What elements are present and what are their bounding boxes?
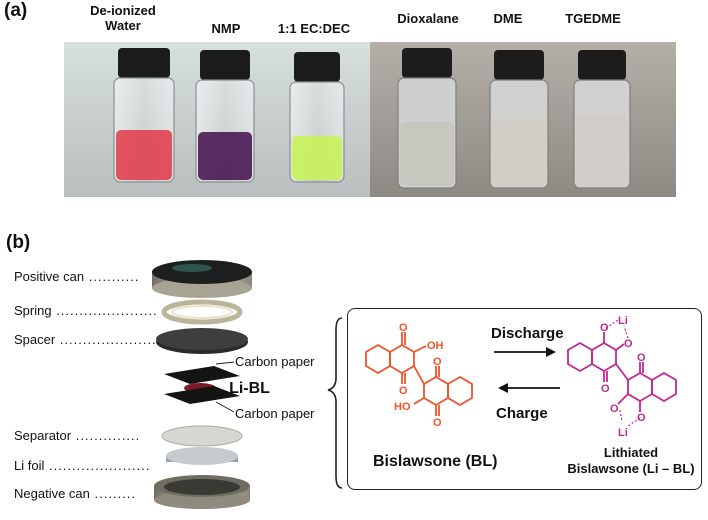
li-foil: [166, 447, 238, 465]
atom-o-p1: O: [600, 322, 609, 334]
solvent-label-dioxalane: Dioxalane: [397, 11, 459, 26]
atom-o-p4: O: [637, 352, 646, 364]
label-carbon-paper-top: Carbon paper: [235, 354, 315, 369]
liquid-tgedme: [576, 114, 628, 186]
atom-o-p2: O: [624, 338, 633, 350]
atom-li-1: Li: [618, 315, 628, 327]
atom-li-2: Li: [618, 427, 628, 439]
solvent-label-water: De-ionized Water: [90, 3, 156, 33]
vial-nmp: [195, 50, 255, 183]
discharge-label: Discharge: [491, 325, 564, 342]
liquid-ec-dec: [292, 136, 342, 180]
atom-o-p5: O: [610, 403, 619, 415]
liquid-dme: [492, 118, 546, 186]
atom-ho: HO: [394, 401, 411, 413]
label-negative-can: Negative can .........: [14, 486, 137, 501]
vials-photo: [64, 42, 676, 197]
spacer: [156, 328, 248, 354]
atom-o-2: O: [399, 385, 408, 397]
li-bl-name-line2: Bislawsone (Li – BL): [567, 461, 695, 476]
vial-water: [113, 48, 175, 183]
negative-can: [154, 475, 250, 509]
bl-name: Bislawsone (BL): [373, 453, 498, 470]
atom-o-4: O: [433, 417, 442, 429]
solvent-label-ec-dec: 1:1 EC:DEC: [277, 21, 351, 36]
li-bl-name-line1: Lithiated: [603, 445, 659, 460]
li-bl-structure: O Li O O O O O Li: [567, 315, 677, 439]
liquid-nmp: [198, 132, 252, 180]
label-spacer: Spacer ......................: [14, 332, 162, 347]
bracket: [327, 317, 343, 489]
liquid-water: [116, 130, 172, 180]
atom-oh: OH: [427, 340, 444, 352]
solvent-label-nmp: NMP: [211, 21, 241, 36]
atom-o-p3: O: [601, 383, 610, 395]
vial-tgedme: [573, 50, 631, 189]
vial-dioxalane: [397, 48, 457, 189]
atom-o-p6: O: [637, 412, 646, 424]
label-carbon-paper-bottom: Carbon paper: [235, 406, 315, 421]
label-separator: Separator ..............: [14, 428, 141, 443]
bl-structure: O OH O O HO O: [365, 322, 473, 429]
separator: [161, 425, 243, 447]
atom-o-3: O: [433, 356, 442, 368]
label-li-foil: Li foil ......................: [14, 458, 151, 473]
vial-ec-dec: [289, 52, 345, 183]
label-spring: Spring ......................: [14, 303, 158, 318]
label-positive-can: Positive can ...........: [14, 269, 140, 284]
panel-b-label: (b): [6, 232, 31, 253]
liquid-dioxalane: [400, 122, 454, 186]
li-bl-name: Lithiated Bislawsone (Li – BL): [560, 445, 702, 477]
positive-can: [152, 260, 252, 298]
label-li-bl: .... Li-BL: [211, 380, 270, 397]
reaction-box: [347, 308, 702, 490]
carbon-paper-stack: [164, 366, 240, 404]
panel-a-label: (a): [4, 0, 28, 21]
spring: [161, 299, 243, 325]
solvent-label-tgedme: TGEDME: [565, 11, 621, 26]
coin-cell-exploded: [152, 260, 252, 509]
vial-dme: [489, 50, 549, 189]
reaction-arrows: [494, 347, 560, 393]
charge-label: Charge: [496, 405, 548, 422]
solvent-label-dme: DME: [493, 11, 523, 26]
atom-o-1: O: [399, 322, 408, 334]
